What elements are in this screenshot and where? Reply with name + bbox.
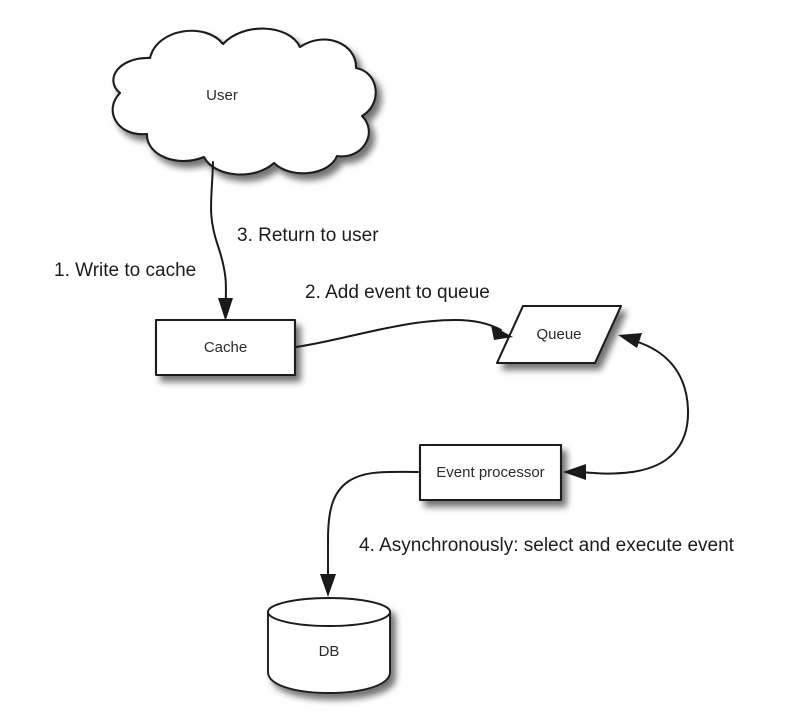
node-label-event-processor: Event processor xyxy=(436,464,544,481)
queue-parallelogram-shape xyxy=(495,304,623,365)
node-label-user: User xyxy=(206,87,238,104)
connector-processor-to-db xyxy=(320,470,419,597)
connector-user-to-cache xyxy=(210,161,233,321)
db-cylinder-top xyxy=(267,597,391,627)
connector-user-to-cache-path xyxy=(210,161,227,308)
node-user[interactable]: User xyxy=(111,27,377,176)
node-label-cache: Cache xyxy=(204,339,247,356)
arrow-head-into-queue-right xyxy=(618,333,642,348)
connector-queue-processor-loop xyxy=(563,333,690,480)
event-processor-box-shape xyxy=(418,443,563,502)
connector-queue-processor-loop-path xyxy=(577,339,690,475)
arrow-head-into-db xyxy=(320,574,336,597)
node-queue[interactable]: Queue xyxy=(495,304,623,365)
step-label-2: 2. Add event to queue xyxy=(305,282,490,303)
arrow-head-into-queue-left xyxy=(491,325,513,340)
cache-box-shape xyxy=(154,318,297,377)
node-label-queue: Queue xyxy=(536,326,581,343)
arrow-head-into-event-processor xyxy=(563,464,586,480)
node-cache[interactable]: Cache xyxy=(154,318,297,377)
node-label-db: DB xyxy=(319,643,340,660)
arrow-head-into-cache xyxy=(218,298,233,321)
step-label-1: 1. Write to cache xyxy=(54,260,196,281)
step-label-3: 3. Return to user xyxy=(237,225,379,246)
connector-cache-to-queue xyxy=(295,318,513,348)
step-label-4: 4. Asynchronously: select and execute ev… xyxy=(359,535,735,556)
connector-processor-to-db-path xyxy=(327,470,419,583)
node-db[interactable]: DB xyxy=(267,597,391,694)
cloud-shape xyxy=(111,27,377,176)
connector-cache-to-queue-path xyxy=(295,318,502,348)
node-event-processor[interactable]: Event processor xyxy=(418,443,563,502)
db-cylinder-body xyxy=(267,612,391,694)
